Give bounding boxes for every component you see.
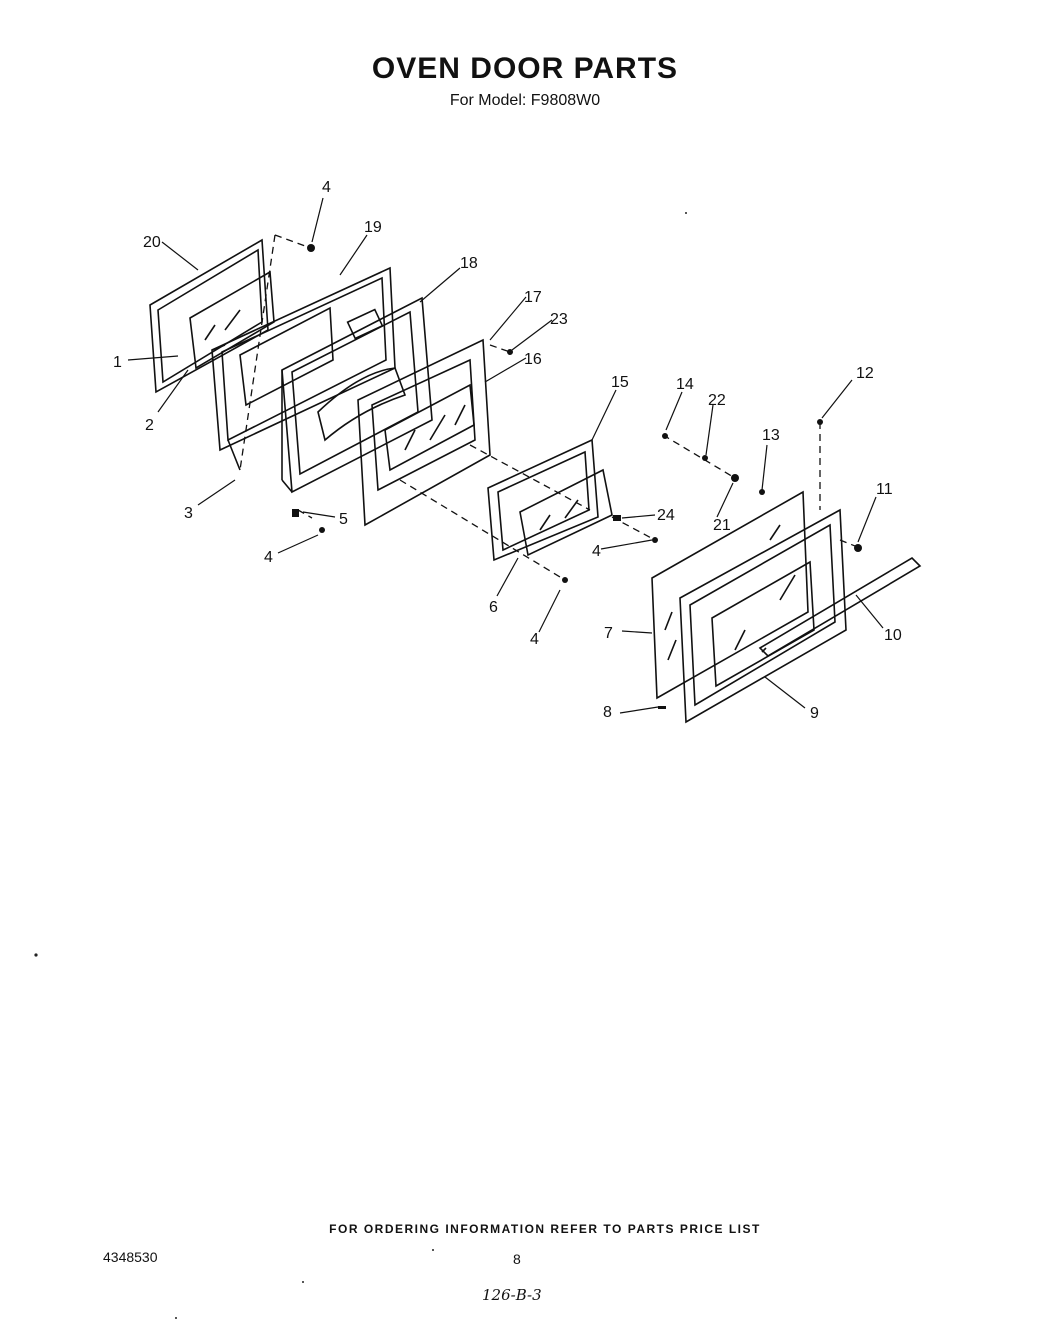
part-7-front-glass	[651, 490, 809, 700]
callout-4a: 4	[322, 179, 331, 196]
callout-3: 3	[184, 505, 193, 522]
callout-19: 19	[364, 219, 382, 236]
callout-6: 6	[489, 599, 498, 616]
part-16-inner-panel	[357, 338, 491, 527]
callout-4d: 4	[592, 543, 601, 560]
callout-20: 20	[143, 234, 161, 251]
callout-1: 1	[113, 354, 122, 371]
callout-23: 23	[550, 311, 568, 328]
document-number: 4348530	[103, 1249, 158, 1265]
ordering-note: FOR ORDERING INFORMATION REFER TO PARTS …	[329, 1222, 761, 1236]
callout-4b: 4	[264, 549, 273, 566]
callout-7: 7	[604, 625, 613, 642]
callout-4c: 4	[530, 631, 539, 648]
callout-22: 22	[708, 392, 726, 409]
part-18-liner	[281, 296, 433, 494]
page-number: 8	[513, 1251, 521, 1267]
part-9-outer-frame	[679, 508, 847, 724]
callout-14: 14	[676, 376, 694, 393]
hardware-fasteners	[292, 244, 862, 709]
callout-18: 18	[460, 255, 478, 272]
page-title: OVEN DOOR PARTS	[371, 52, 679, 85]
callout-17: 17	[524, 289, 542, 306]
handwritten-note: 126-B-3	[482, 1286, 542, 1304]
callout-11: 11	[876, 481, 893, 498]
callout-8: 8	[603, 704, 612, 721]
callout-24: 24	[657, 507, 675, 524]
part-19-frame	[211, 266, 396, 471]
model-subtitle: For Model: F9808W0	[449, 92, 601, 109]
callout-10: 10	[884, 627, 902, 644]
callout-2: 2	[145, 417, 154, 434]
callout-21: 21	[713, 517, 731, 534]
callout-5: 5	[339, 511, 348, 528]
callout-16: 16	[524, 351, 542, 368]
callout-12: 12	[856, 365, 874, 382]
scan-specks	[34, 212, 687, 1319]
part-10-handle	[758, 556, 922, 658]
callout-9: 9	[810, 705, 819, 722]
callout-15: 15	[611, 374, 629, 391]
callout-13: 13	[762, 427, 780, 444]
part-15-glass-frame	[487, 438, 613, 562]
callout-leaders	[127, 197, 884, 714]
